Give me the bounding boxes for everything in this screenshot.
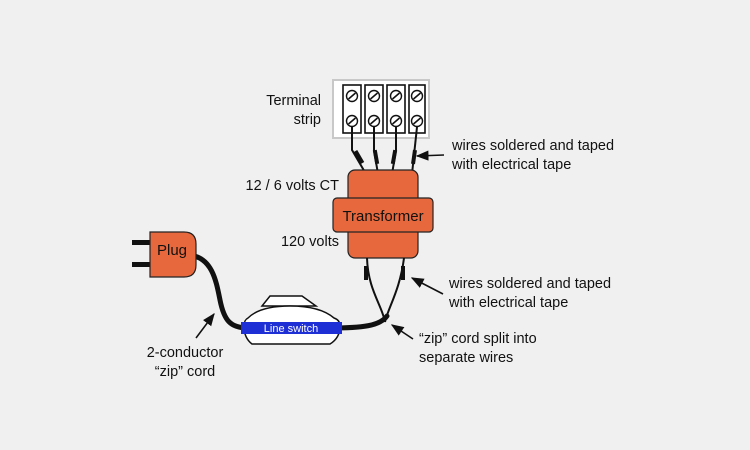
terminal-strip-label-line1: Terminal xyxy=(266,93,321,109)
zip-split-label-line1: “zip” cord split into xyxy=(419,331,537,347)
plug-prong-bottom xyxy=(132,262,154,267)
plug: Plug xyxy=(132,231,197,278)
arrow-icon xyxy=(410,277,444,295)
terminal-3 xyxy=(386,84,406,134)
screw-icon xyxy=(410,114,424,128)
transformer-label: Transformer xyxy=(342,208,423,225)
terminal-strip xyxy=(332,79,430,139)
wires-bottom-label-line2: with electrical tape xyxy=(448,295,568,311)
plug-label: Plug xyxy=(157,242,187,259)
wires-top-label-line2: with electrical tape xyxy=(451,157,571,173)
screw-icon xyxy=(345,89,359,103)
wires-bottom-label-line1: wires soldered and taped xyxy=(448,276,611,292)
screw-icon xyxy=(367,89,381,103)
solder-joints-top xyxy=(353,149,417,165)
screw-icon xyxy=(389,89,403,103)
line-switch: Line switch xyxy=(241,295,342,345)
voltage-secondary-label: 12 / 6 volts CT xyxy=(246,178,340,194)
primary-wires xyxy=(366,257,405,323)
zip-split-label-line2: separate wires xyxy=(419,350,513,366)
terminal-4 xyxy=(408,84,426,134)
transformer-plate xyxy=(332,197,434,233)
wires-top-label-line1: wires soldered and taped xyxy=(451,138,614,154)
callout-arrows xyxy=(195,150,445,340)
transformer: Transformer xyxy=(332,169,434,259)
terminal-strip-label-line2: strip xyxy=(294,112,321,128)
line-switch-label: Line switch xyxy=(264,323,318,335)
screw-icon xyxy=(389,114,403,128)
switch-band xyxy=(241,322,342,334)
two-conductor-label-line1: 2-conductor xyxy=(147,345,224,361)
arrow-icon xyxy=(415,150,445,161)
terminal-2 xyxy=(364,84,384,134)
plug-prong-top xyxy=(132,240,154,245)
screw-icon xyxy=(367,114,381,128)
two-conductor-label-line2: “zip” cord xyxy=(155,364,215,380)
screw-icon xyxy=(345,114,359,128)
terminal-1 xyxy=(342,84,362,134)
voltage-primary-label: 120 volts xyxy=(281,234,339,250)
plug-body xyxy=(149,231,197,278)
solder-joints-bottom xyxy=(364,266,405,280)
switch-rocker xyxy=(260,295,319,307)
arrow-icon xyxy=(195,312,215,339)
screw-icon xyxy=(410,89,424,103)
arrow-icon xyxy=(390,324,414,340)
